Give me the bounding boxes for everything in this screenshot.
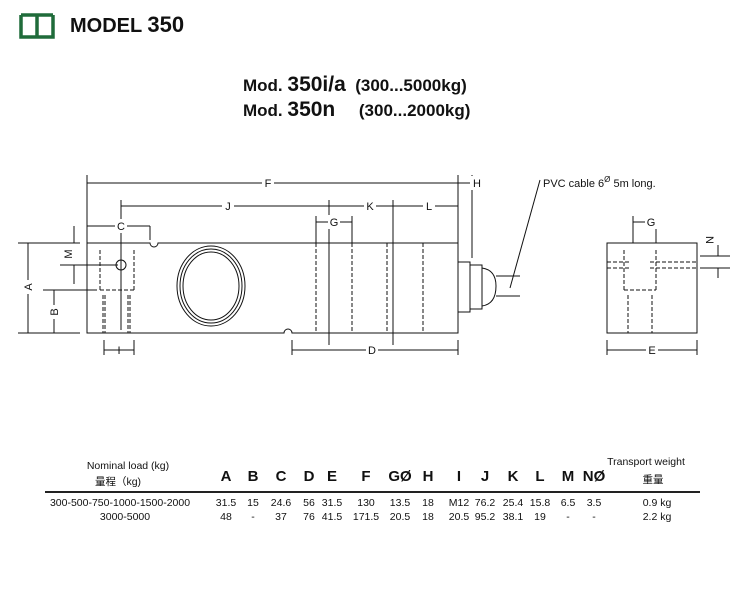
table-divider [45, 491, 700, 493]
dimension-cell: M12 [448, 497, 470, 509]
dimension-cell: - [251, 511, 255, 523]
column-header: I [456, 468, 462, 485]
dim-i: I [117, 345, 120, 357]
dimension-cell: 19 [534, 511, 546, 523]
dim-k: K [366, 201, 374, 213]
cable-note: PVC cable 6Ø 5m long. [543, 175, 656, 190]
nominal-load-label: Nominal load (kg) [86, 460, 170, 472]
load-cell-body [86, 242, 459, 334]
dimension-labels [22, 176, 658, 357]
model-line-2: Mod. 350n (300...2000kg) [243, 98, 471, 121]
dimension-cell: 13.5 [389, 497, 411, 509]
dimension-cell: 24.6 [270, 497, 292, 509]
column-header: E [326, 468, 338, 485]
column-header: A [220, 468, 232, 485]
dimension-cell: 56 [303, 497, 315, 509]
dimension-cell: 20.5 [448, 511, 470, 523]
dim-j: J [225, 201, 231, 213]
dim-f: F [265, 178, 272, 190]
dim-b: B [49, 308, 61, 315]
dimension-cell: 20.5 [389, 511, 411, 523]
dimension-drawing: F H J K L C G G M A B I D E N PVC cable … [18, 175, 730, 357]
column-header: C [275, 468, 287, 485]
column-header: GØ [388, 468, 412, 485]
weight-cell: 2.2 kg [642, 511, 672, 523]
dim-h: H [473, 178, 481, 190]
dim-g-side: G [647, 217, 656, 229]
dimension-cell: - [592, 511, 596, 523]
dim-n: N [703, 236, 715, 244]
dimension-cell: 130 [357, 497, 375, 509]
dimension-cell: 25.4 [502, 497, 524, 509]
dim-c: C [117, 221, 125, 233]
nominal-load-label-cn: 量程（kg) [94, 476, 142, 488]
dimension-cell: 41.5 [321, 511, 343, 523]
dimension-cell: 31.5 [321, 497, 343, 509]
dimension-cell: 171.5 [352, 511, 380, 523]
nominal-load-cell: 3000-5000 [99, 511, 151, 523]
dimension-cell: 18 [422, 511, 434, 523]
column-header: D [303, 468, 315, 485]
dimension-cell: 15.8 [529, 497, 551, 509]
dimension-cell: 76 [303, 511, 315, 523]
dimension-cell: - [566, 511, 570, 523]
dim-a: A [23, 283, 35, 291]
dimension-cell: 31.5 [215, 497, 237, 509]
dimension-cell: 76.2 [474, 497, 496, 509]
dim-l: L [426, 201, 432, 213]
page-title: MODEL 350 [70, 12, 185, 37]
strain-gauge-pocket [176, 245, 246, 327]
brand-logo-icon [19, 13, 55, 39]
nominal-load-cell: 300-500-750-1000-1500-2000 [49, 497, 191, 509]
dim-e: E [648, 345, 655, 357]
column-header: F [361, 468, 371, 485]
dimension-cell: 18 [422, 497, 434, 509]
column-header: B [247, 468, 259, 485]
dimension-cell: 38.1 [502, 511, 524, 523]
dim-g: G [330, 217, 339, 229]
dim-m: M [63, 249, 75, 258]
column-header: L [535, 468, 545, 485]
dimension-cell: 6.5 [560, 497, 576, 509]
weight-cell: 0.9 kg [642, 497, 672, 509]
column-header: K [507, 468, 519, 485]
column-header: NØ [582, 468, 606, 485]
column-header: M [561, 468, 575, 485]
transport-weight-label: Transport weight [607, 456, 685, 468]
dimension-cell: 95.2 [474, 511, 496, 523]
dim-d: D [368, 345, 376, 357]
transport-weight-label-cn: 重量 [642, 474, 664, 486]
column-header: H [422, 468, 434, 485]
dimension-cell: 3.5 [586, 497, 602, 509]
model-line-1: Mod. 350i/a (300...5000kg) [243, 73, 467, 96]
dimension-cell: 15 [247, 497, 259, 509]
dimension-cell: 48 [220, 511, 232, 523]
dimension-cell: 37 [275, 511, 287, 523]
column-header: J [480, 468, 490, 485]
